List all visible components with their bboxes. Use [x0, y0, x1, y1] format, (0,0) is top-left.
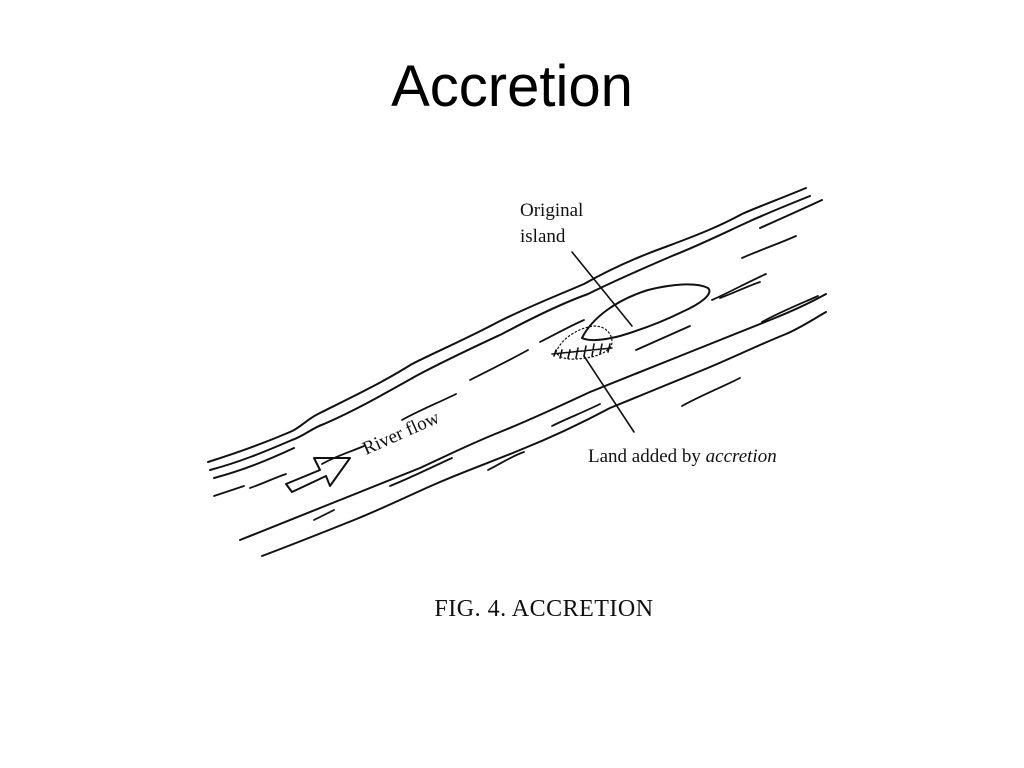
label-land-added-emphasis: accretion: [706, 446, 777, 467]
lower-bank-inner: [239, 293, 827, 541]
accretion-leader-line: [583, 355, 635, 433]
accretion-area: [555, 325, 613, 360]
upper-bank-line4: [759, 199, 823, 229]
original-island: [581, 283, 711, 342]
upper-bank-inner: [209, 195, 811, 471]
label-original-island-line1: Original: [520, 200, 583, 221]
lower-bank-outer: [261, 311, 827, 557]
upper-bank-outer: [207, 187, 807, 463]
island-leader-line: [571, 251, 633, 327]
current-dashes: [213, 235, 819, 521]
label-land-added-prefix: Land added by: [588, 446, 706, 467]
label-river-flow: River flow: [359, 407, 443, 460]
river-flow-arrow-icon: [285, 457, 351, 493]
slide-title: Accretion: [391, 54, 633, 119]
label-land-added: Land added by accretion: [588, 446, 777, 467]
figure-caption: FIG. 4. ACCRETION: [434, 596, 654, 622]
accretion-hatch: [551, 343, 613, 359]
upper-bank-line3: [213, 447, 295, 479]
label-original-island-line2: island: [520, 226, 566, 247]
